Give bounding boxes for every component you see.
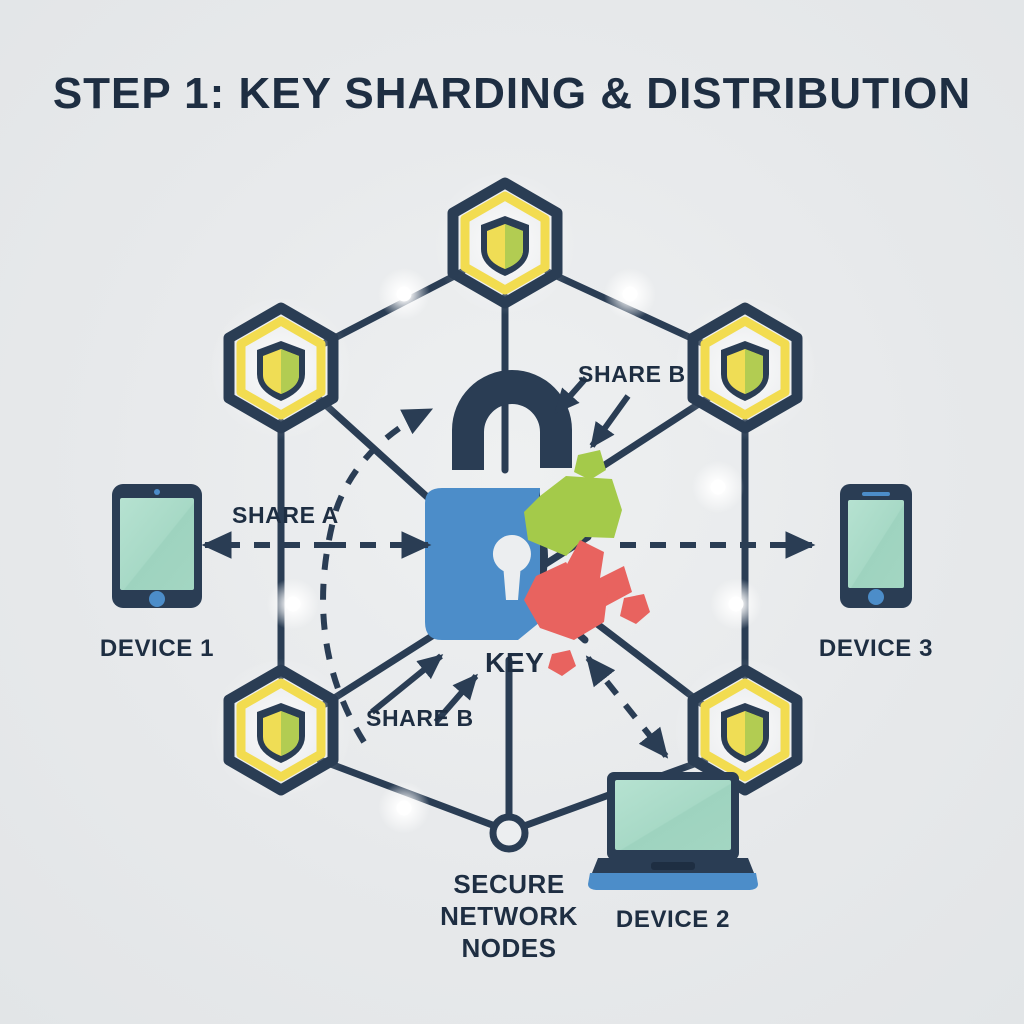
page-title: STEP 1: KEY SHARDING & DISTRIBUTION — [53, 69, 971, 118]
label-share-b-top: SHARE B — [578, 361, 686, 387]
flow-arrows — [201, 407, 816, 759]
arrow-to-device2 — [585, 655, 669, 759]
arrow-curved-orbit — [320, 407, 434, 744]
key-shard-red-dot — [548, 650, 576, 676]
secure-node-lower-left[interactable] — [209, 658, 353, 802]
pointer-arrows — [370, 376, 631, 724]
hexagon-inner-ring — [700, 678, 790, 782]
packet-dot — [604, 268, 656, 320]
packet-dot — [267, 578, 319, 630]
secure-node-top[interactable] — [433, 171, 577, 315]
device-3-smartphone[interactable]: DEVICE 3 — [819, 484, 933, 662]
device-1-tablet[interactable]: DEVICE 1 — [100, 484, 214, 662]
device-3-label: DEVICE 3 — [819, 635, 933, 662]
label-network-line-3: NODES — [462, 933, 557, 963]
packet-dot — [378, 268, 430, 320]
padlock-body — [425, 488, 540, 640]
phone-speaker-icon — [862, 492, 890, 496]
arrow-share-b-top-2 — [589, 394, 631, 449]
device-2-label: DEVICE 2 — [616, 906, 730, 933]
shield-icon-right — [745, 711, 763, 756]
padlock-shackle — [452, 370, 572, 470]
label-key: KEY — [485, 647, 544, 678]
shield-icon-right — [281, 349, 299, 394]
key-shard-red-lower — [524, 562, 608, 640]
hexagon-inner-ring — [700, 316, 790, 420]
arrow-share-b-bottom-2 — [433, 673, 479, 724]
hexagon-outline — [447, 177, 563, 309]
hub-node-bottom[interactable] — [489, 813, 529, 853]
laptop-base — [588, 873, 758, 890]
packet-dot — [710, 578, 762, 630]
tablet-home-button[interactable] — [149, 591, 165, 607]
label-network-line-2: NETWORK — [440, 901, 578, 931]
hexagon-inner-ring — [236, 316, 326, 420]
arrow-share-b-bottom-1 — [370, 653, 444, 715]
device-2-laptop[interactable]: DEVICE 2 — [588, 772, 758, 933]
secure-node-lower-right[interactable] — [673, 658, 817, 802]
shield-icon-right — [745, 349, 763, 394]
tablet-screen — [120, 498, 194, 590]
phone-home-button[interactable] — [868, 589, 884, 605]
packet-dot — [692, 461, 744, 513]
hexagon-outline — [223, 664, 339, 796]
hub-circle — [489, 813, 529, 853]
secure-node-upper-left[interactable] — [209, 296, 353, 440]
device-1-label: DEVICE 1 — [100, 635, 214, 662]
key-shard-green-main — [524, 476, 622, 556]
phone-screen — [848, 500, 904, 588]
label-share-b-bottom: SHARE B — [366, 705, 474, 731]
shield-icon-right — [281, 711, 299, 756]
packet-glows — [267, 268, 762, 834]
tablet-camera-icon — [154, 489, 160, 495]
key-shard-red-chip — [620, 594, 650, 624]
secure-node-upper-right[interactable] — [673, 296, 817, 440]
hexagon-outline — [687, 664, 803, 796]
hexagon-outline — [223, 302, 339, 434]
key-shard-green-small — [574, 450, 606, 480]
central-key-graphic — [425, 370, 650, 676]
arrow-share-b-top-1 — [553, 376, 589, 415]
padlock-keyhole — [492, 535, 531, 600]
laptop-trackpad — [651, 862, 695, 870]
label-share-a: SHARE A — [232, 502, 339, 528]
hexagon-inner-ring — [460, 191, 550, 295]
hexagon-inner-ring — [236, 678, 326, 782]
laptop-screen — [615, 780, 731, 850]
shield-icon-right — [505, 224, 523, 269]
packet-dot — [378, 782, 430, 834]
hexagon-outline — [687, 302, 803, 434]
label-network-line-1: SECURE — [453, 869, 564, 899]
